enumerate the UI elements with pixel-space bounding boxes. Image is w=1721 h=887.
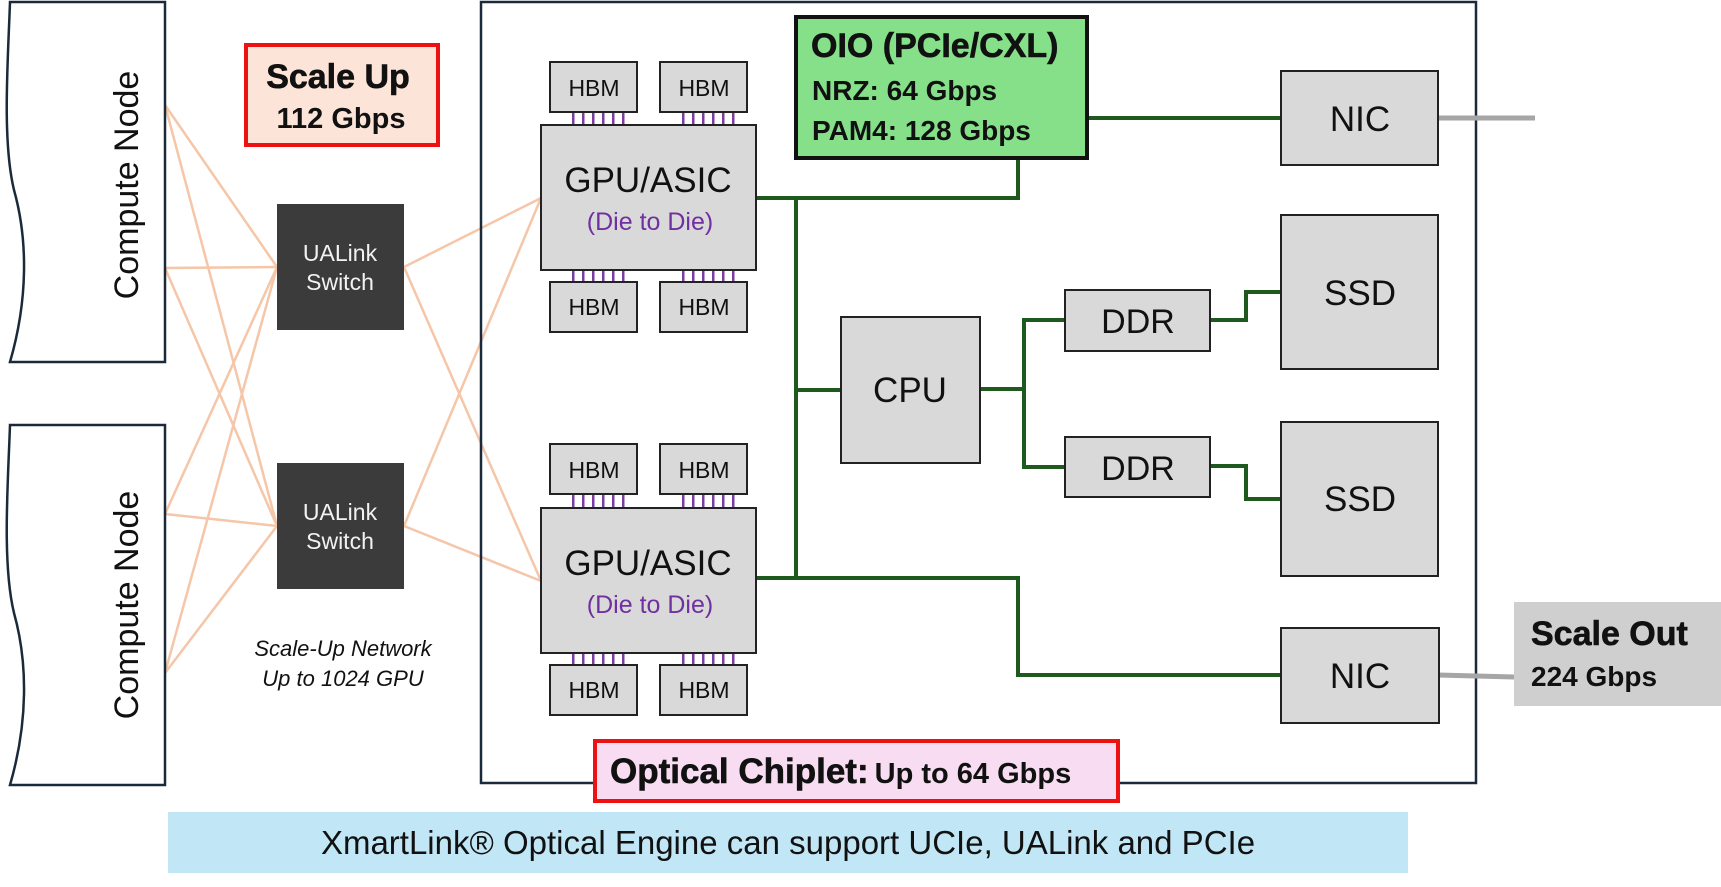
scale-up-callout: Scale Up 112 Gbps — [244, 43, 440, 147]
ssd-label: SSD — [1324, 274, 1396, 313]
fabric-link — [163, 104, 279, 527]
optical-chiplet-callout: Optical Chiplet:Up to 64 Gbps — [593, 739, 1120, 803]
fabric-link — [163, 266, 279, 674]
switch-label-line2: Switch — [306, 528, 374, 554]
hbm-links — [567, 112, 736, 665]
optical-chiplet-text: Optical Chiplet:Up to 64 Gbps — [610, 752, 1071, 791]
ddr-bottom: DDR — [1064, 436, 1211, 498]
optical-chiplet-rate: Up to 64 Gbps — [875, 758, 1072, 790]
hbm-label: HBM — [568, 677, 619, 703]
hbm-module: HBM — [549, 443, 638, 495]
hbm-label: HBM — [678, 294, 729, 320]
switch-label-line2: Switch — [306, 269, 374, 295]
hbm-label: HBM — [568, 294, 619, 320]
ssd-label: SSD — [1324, 480, 1396, 519]
ddr-label: DDR — [1101, 450, 1175, 488]
gpu-asic-top: GPU/ASIC (Die to Die) — [540, 124, 757, 271]
oio-callout: OIO (PCIe/CXL) NRZ: 64 Gbps PAM4: 128 Gb… — [794, 15, 1089, 160]
gpu-title: GPU/ASIC — [564, 544, 731, 583]
scale-up-network-line2: Up to 1024 GPU — [262, 666, 424, 691]
scale-out-rate: 224 Gbps — [1531, 661, 1657, 692]
hbm-module: HBM — [659, 61, 748, 113]
cpu-label: CPU — [873, 371, 947, 410]
scale-up-rate: 112 Gbps — [277, 103, 406, 135]
hbm-module: HBM — [659, 281, 748, 333]
hbm-module: HBM — [549, 61, 638, 113]
ualink-switch-top: UALink Switch — [277, 204, 404, 330]
fabric-link — [403, 196, 542, 269]
cpu: CPU — [840, 316, 981, 464]
optical-chiplet-title: Optical Chiplet: — [610, 752, 869, 791]
scale-up-title: Scale Up — [266, 58, 410, 96]
fabric-link — [164, 265, 278, 270]
ddr-label: DDR — [1101, 303, 1175, 341]
fabric-link — [403, 524, 542, 583]
ssd-top: SSD — [1280, 214, 1439, 370]
ddr-top: DDR — [1064, 289, 1211, 352]
hbm-module: HBM — [549, 664, 638, 716]
nic-label: NIC — [1330, 100, 1390, 139]
hbm-label: HBM — [568, 75, 619, 101]
gpu-die-to-die: (Die to Die) — [587, 591, 713, 619]
fabric-link — [163, 104, 279, 268]
nic-scale-out-link — [1437, 672, 1515, 680]
fabric-link — [402, 197, 543, 527]
gpu-title: GPU/ASIC — [564, 161, 731, 200]
hbm-module: HBM — [549, 281, 638, 333]
hbm-module: HBM — [659, 443, 748, 495]
switch-label-line1: UALink — [303, 240, 378, 266]
fabric-link — [163, 266, 279, 515]
oio-pam4: PAM4: 128 Gbps — [812, 115, 1031, 146]
nic-bottom: NIC — [1280, 627, 1440, 724]
fabric-link — [164, 512, 278, 528]
footer-banner: XmartLink® Optical Engine can support UC… — [168, 812, 1408, 873]
compute-node-top: Compute Node — [5, 0, 167, 364]
gpu-asic-bottom: GPU/ASIC (Die to Die) — [540, 507, 757, 654]
hbm-label: HBM — [678, 677, 729, 703]
fabric-link — [402, 266, 543, 582]
compute-node-label: Compute Node — [108, 491, 146, 720]
scale-up-network-line1: Scale-Up Network — [254, 636, 432, 661]
hbm-label: HBM — [568, 457, 619, 483]
fabric-link — [164, 525, 278, 674]
ualink-switch-bottom: UALink Switch — [277, 463, 404, 589]
compute-node-bottom: Compute Node — [5, 423, 167, 787]
hbm-module: HBM — [659, 664, 748, 716]
hbm-label: HBM — [678, 457, 729, 483]
oio-nrz: NRZ: 64 Gbps — [812, 75, 997, 106]
scale-out-title: Scale Out — [1531, 615, 1688, 653]
nic-label: NIC — [1330, 657, 1390, 696]
gpu-die-to-die: (Die to Die) — [587, 208, 713, 236]
oio-title: OIO (PCIe/CXL) — [811, 27, 1058, 65]
nic-top: NIC — [1280, 70, 1439, 166]
scale-out-callout: Scale Out 224 Gbps — [1514, 602, 1721, 706]
footer-text: XmartLink® Optical Engine can support UC… — [321, 824, 1255, 861]
hbm-label: HBM — [678, 75, 729, 101]
fabric-link — [163, 267, 279, 527]
system-bus-lines — [756, 116, 1281, 677]
scale-up-fabric-lines — [163, 104, 543, 674]
ssd-bottom: SSD — [1280, 421, 1439, 577]
compute-node-label: Compute Node — [108, 71, 146, 300]
switch-label-line1: UALink — [303, 499, 378, 525]
